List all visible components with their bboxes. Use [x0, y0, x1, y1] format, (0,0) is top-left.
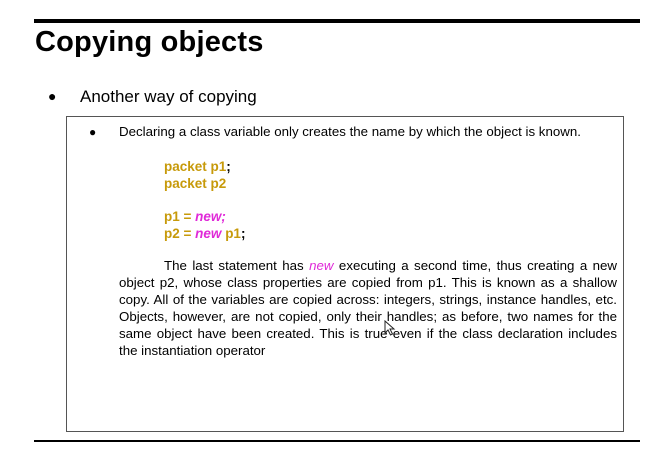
- code-semicolon: ;: [240, 226, 246, 241]
- code-semicolon: ;: [226, 159, 231, 174]
- code-new-keyword: new: [195, 226, 222, 241]
- code-declaration: packet p1: [164, 159, 227, 174]
- explanation-paragraph: The last statement has new executing a s…: [119, 257, 617, 359]
- inner-bullet-dot: ●: [89, 125, 97, 139]
- bullet-dot: ●: [48, 88, 57, 104]
- code-assignment: p2 =: [164, 226, 192, 241]
- slide-title: Copying objects: [35, 26, 264, 58]
- inline-new-keyword: new: [309, 258, 334, 273]
- paragraph-text-rest: executing a second time, thus creating a…: [119, 258, 618, 358]
- code-new-keyword: new;: [195, 209, 226, 224]
- bottom-rule: [34, 440, 640, 442]
- cursor-arrow-icon: [384, 320, 396, 336]
- content-box: [66, 116, 624, 432]
- top-rule: [34, 19, 640, 23]
- code-assignment: p1 =: [164, 209, 192, 224]
- intro-text: Declaring a class variable only creates …: [119, 124, 581, 139]
- code-line-3: p1 = new;: [164, 209, 226, 224]
- slide-subtitle: Another way of copying: [80, 87, 257, 106]
- code-line-2: packet p2: [164, 176, 226, 191]
- code-line-1: packet p1;: [164, 159, 231, 174]
- code-argument: p1: [225, 226, 241, 241]
- code-declaration: packet p2: [164, 176, 227, 191]
- paragraph-text-start: The last statement has: [164, 258, 304, 273]
- code-line-4: p2 = new p1;: [164, 226, 245, 241]
